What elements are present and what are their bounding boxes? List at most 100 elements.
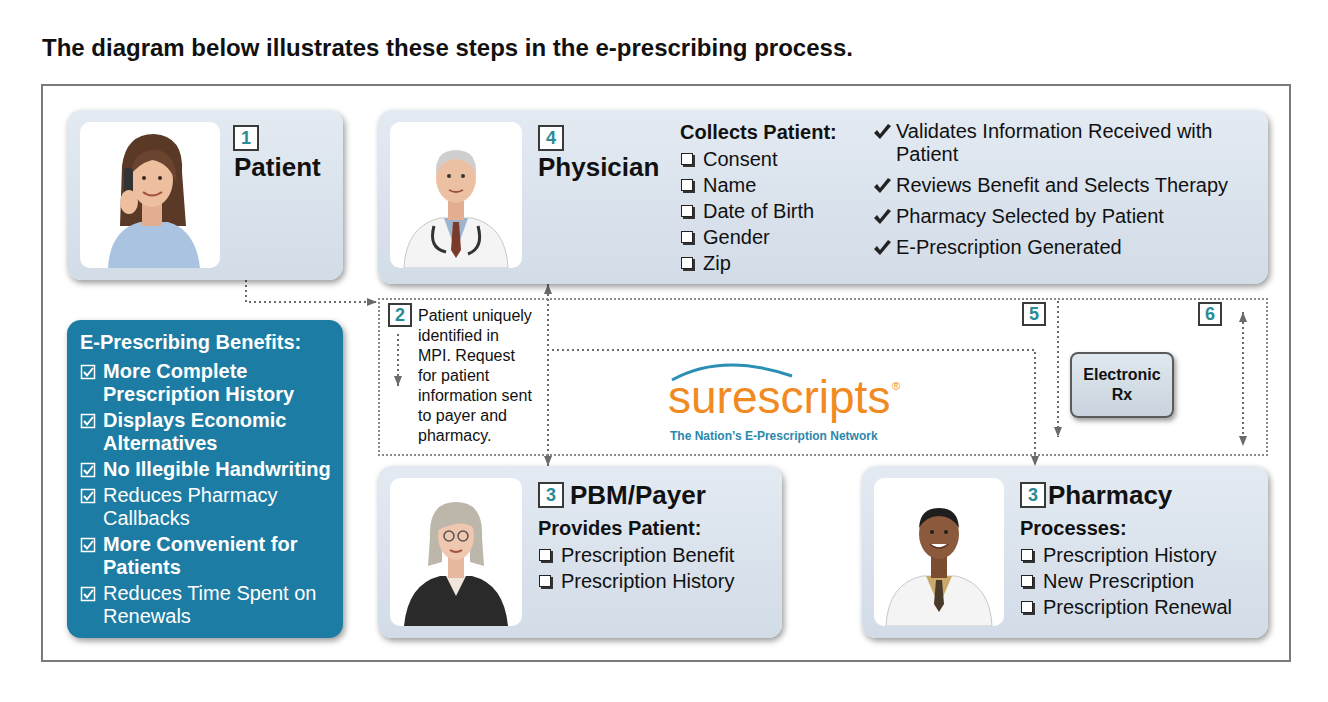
list-item: Date of Birth — [703, 198, 868, 224]
step-number: 2 — [388, 303, 412, 327]
checked-box-icon — [80, 487, 98, 505]
text-group: ConsentNameDate of BirthGenderZip — [680, 146, 868, 276]
step-number-text: 1 — [241, 127, 251, 149]
text-group: PBM/Payer — [570, 480, 770, 510]
list-row: Reduces Pharmacy Callbacks — [80, 484, 342, 530]
list-item: Reduces Pharmacy Callbacks — [103, 484, 342, 530]
list-row: Prescription History — [538, 568, 774, 594]
step-number: 3 — [538, 482, 564, 508]
text-holder: 6 — [1200, 304, 1220, 324]
list-row: Consent — [680, 146, 868, 172]
text-group: Provides Patient: — [538, 516, 774, 540]
dotted-connector — [246, 280, 377, 302]
list-item: More Convenient for Patients — [103, 533, 342, 579]
list-item: Consent — [703, 146, 868, 172]
payer-photo — [390, 478, 522, 626]
checkbox-icon — [681, 231, 693, 243]
actor-box: Physician Collects Patient:ConsentNameDat… — [378, 110, 1268, 284]
list-row: Zip — [680, 250, 868, 276]
box-text: The Nation’s E-Prescription Network — [670, 429, 920, 444]
box-text: Patient — [234, 152, 338, 182]
text-group: The Nation’s E-Prescription Network — [670, 429, 920, 444]
checkbox-icon — [1021, 601, 1033, 613]
list-item: Reviews Benefit and Selects Therapy — [896, 174, 1258, 197]
checked-box-icon — [80, 536, 98, 554]
checkbox-icon — [681, 205, 693, 217]
check-mark — [873, 239, 891, 257]
step-number: 4 — [538, 125, 564, 151]
message-box: Electronic Rx — [1070, 352, 1174, 418]
step-number-text: 6 — [1205, 304, 1215, 324]
checked-box-icon — [80, 585, 98, 603]
box-text: Collects Patient: — [680, 120, 868, 144]
checked-box-icon — [80, 461, 98, 479]
physician-photo — [390, 122, 522, 268]
list-item: Gender — [703, 224, 868, 250]
text-holder: 3 — [1022, 484, 1044, 506]
list-row: Reduces Time Spent on Renewals — [80, 582, 342, 628]
step-number-text: 2 — [395, 305, 405, 325]
check-mark — [873, 208, 891, 226]
box-text: Pharmacy — [1048, 480, 1248, 510]
check-mark — [873, 177, 891, 195]
list-item: More Complete Prescription History — [103, 360, 342, 406]
list-row: E-Prescription Generated — [873, 236, 1258, 259]
step-number-text: 4 — [546, 127, 556, 149]
box-text: Physician — [538, 152, 673, 182]
outer-frame — [42, 85, 1290, 661]
text-group: surescripts — [668, 374, 908, 420]
box-text: E-Prescribing Benefits: — [80, 330, 335, 354]
box-text: Provides Patient: — [538, 516, 774, 540]
list-item: Displays Economic Alternatives — [103, 409, 342, 455]
list-row: Prescription Benefit — [538, 542, 774, 568]
diagram-title: The diagram below illustrates these step… — [42, 33, 853, 63]
actor-box: Patient 1 — [67, 110, 343, 280]
text-group: More Complete Prescription HistoryDispla… — [80, 360, 342, 631]
step-number: 1 — [233, 125, 259, 151]
checkbox-icon — [1021, 575, 1033, 587]
network-band: Patient uniquely identified in MPI. Requ… — [378, 298, 1268, 456]
list-row: Prescription Renewal — [1020, 594, 1260, 620]
list-row: Gender — [680, 224, 868, 250]
list-item: Prescription History — [561, 568, 774, 594]
dotted-connector — [547, 284, 549, 466]
box-text: surescripts — [668, 374, 908, 420]
actor-box: PBM/PayerProvides Patient:Prescription B… — [378, 466, 782, 638]
step-number: 5 — [1022, 302, 1046, 326]
list-item: Validates Information Received with Pati… — [896, 120, 1258, 166]
list-row: Pharmacy Selected by Patient — [873, 205, 1258, 228]
box-text: Processes: — [1020, 516, 1256, 540]
list-row: Name — [680, 172, 868, 198]
list-item: New Prescription — [1043, 568, 1260, 594]
list-row: More Convenient for Patients — [80, 533, 342, 579]
text-holder: 3 — [540, 484, 562, 506]
checkbox-icon — [681, 179, 693, 191]
list-row: Reviews Benefit and Selects Therapy — [873, 174, 1258, 197]
checked-box-icon — [80, 363, 98, 381]
box-label: Electronic Rx — [1076, 365, 1168, 405]
list-row: Displays Economic Alternatives — [80, 409, 342, 455]
list-item: Prescription Renewal — [1043, 594, 1260, 620]
text-group: Patient — [234, 152, 338, 182]
text-holder: Electronic Rx — [1072, 354, 1172, 416]
benefits-box: E-Prescribing Benefits: More Complete Pre… — [67, 320, 343, 638]
text-group: Prescription BenefitPrescription History — [538, 542, 774, 594]
text-group: E-Prescribing Benefits: — [80, 330, 335, 354]
text-group: ® — [892, 380, 908, 392]
list-item: Prescription History — [1043, 542, 1260, 568]
checkbox-icon — [1021, 549, 1033, 561]
text-group: Prescription HistoryNew PrescriptionPres… — [1020, 542, 1260, 620]
text-group: Pharmacy — [1048, 480, 1248, 510]
check-mark — [873, 123, 891, 141]
list-item: Name — [703, 172, 868, 198]
step-arrow — [397, 334, 399, 386]
list-row: More Complete Prescription History — [80, 360, 342, 406]
text-group: Collects Patient: — [680, 120, 868, 144]
dotted-connector — [548, 284, 1035, 466]
list-row: No Illegible Handwriting — [80, 458, 342, 481]
text-holder: 2 — [390, 305, 410, 325]
text-holder: 5 — [1024, 304, 1044, 324]
list-item: Pharmacy Selected by Patient — [896, 205, 1258, 228]
list-item: Reduces Time Spent on Renewals — [103, 582, 342, 628]
